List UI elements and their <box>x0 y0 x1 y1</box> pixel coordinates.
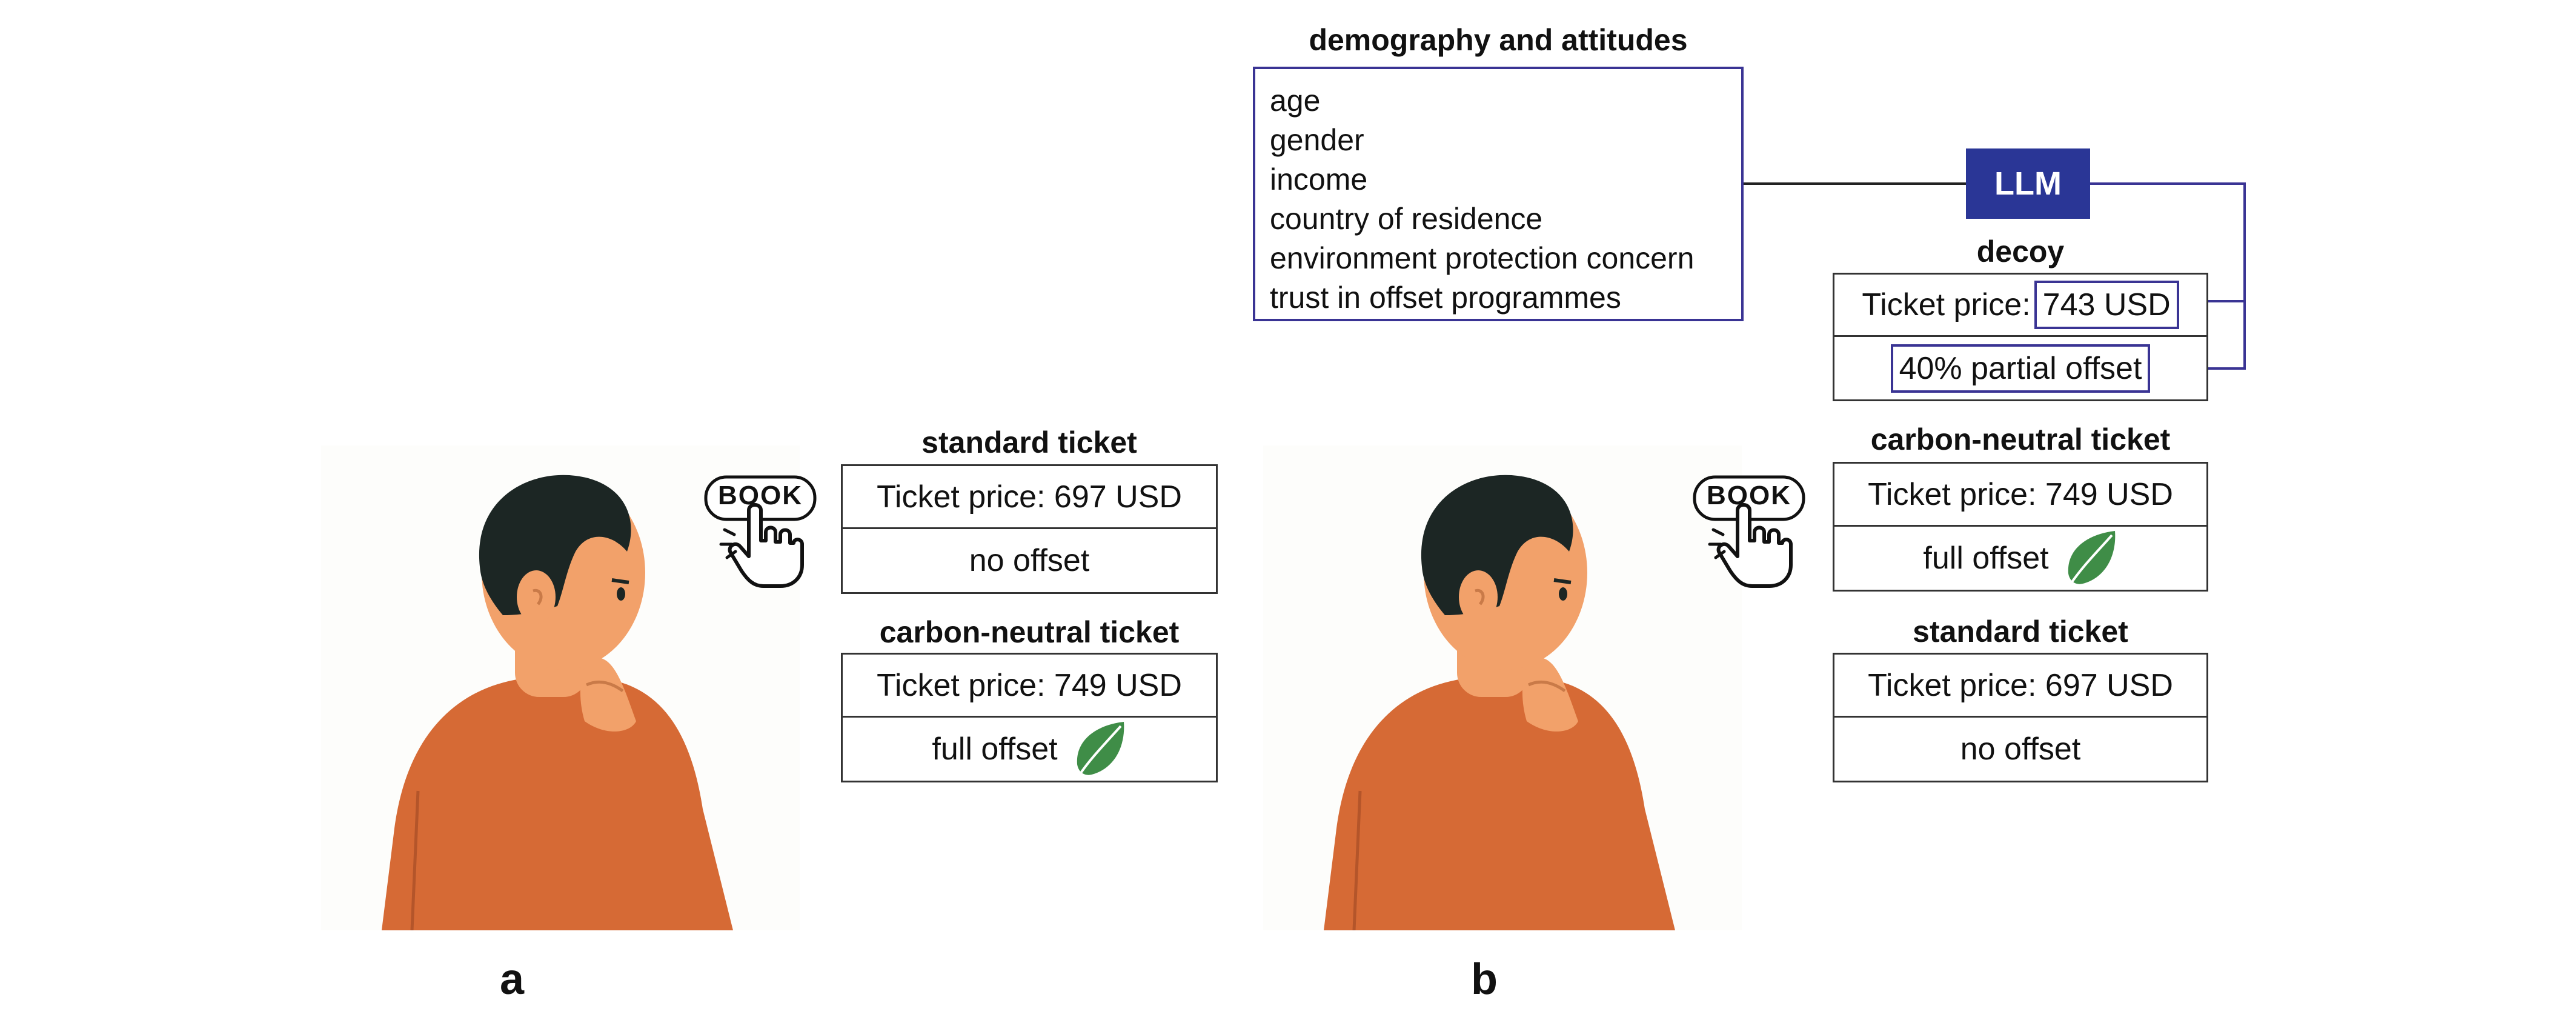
leaf-icon <box>2063 528 2118 589</box>
attribute-item: environment protection concern <box>1270 241 1695 275</box>
leaf-icon <box>1072 719 1127 779</box>
a-neutral-offset-row: full offset <box>843 718 1216 781</box>
a-neutral-price-row: Ticket price: 749 USD <box>843 655 1216 718</box>
a-standard-price-row: Ticket price: 697 USD <box>843 466 1216 529</box>
attributes-box: age gender income country of residence e… <box>1253 67 1744 321</box>
attribute-item: gender <box>1270 123 1364 157</box>
llm-node: LLM <box>1966 148 2090 219</box>
panel-label-b: b <box>1471 955 1498 1004</box>
b-neutral-ticket: Ticket price: 749 USD full offset <box>1833 462 2208 592</box>
decoy-price-row: Ticket price: 743 USD <box>1834 275 2206 337</box>
person-thinking-illustration-b <box>1263 445 1742 931</box>
decoy-title: decoy <box>1976 235 2065 268</box>
book-label-b: BOOK <box>1707 481 1791 510</box>
panel-label-a: a <box>500 955 525 1004</box>
person-thinking-illustration-a <box>321 445 800 931</box>
pointing-hand-icon-b <box>1691 474 1807 589</box>
attribute-item: country of residence <box>1270 202 1543 236</box>
b-standard-ticket: Ticket price: 697 USD no offset <box>1833 653 2208 782</box>
llm-to-offset-line <box>2090 182 2246 370</box>
attribute-item: age <box>1270 84 1321 118</box>
a-standard-ticket: Ticket price: 697 USD no offset <box>841 464 1218 594</box>
b-neutral-title: carbon-neutral ticket <box>1870 422 2171 456</box>
attribute-item: income <box>1270 162 1368 196</box>
pointing-hand-icon-a <box>703 474 818 589</box>
attributes-title: demography and attitudes <box>1309 23 1688 57</box>
b-standard-title: standard ticket <box>1913 615 2128 649</box>
a-neutral-title: carbon-neutral ticket <box>879 615 1180 649</box>
decoy-price-value: 743 USD <box>2034 281 2179 329</box>
a-standard-offset-row: no offset <box>969 543 1090 578</box>
b-neutral-price-row: Ticket price: 749 USD <box>1834 464 2206 527</box>
attribute-item: trust in offset programmes <box>1270 281 1621 315</box>
a-neutral-offset-text: full offset <box>932 732 1058 767</box>
decoy-ticket: Ticket price: 743 USD 40% partial offset <box>1833 273 2208 401</box>
a-neutral-ticket: Ticket price: 749 USD full offset <box>841 653 1218 782</box>
decoy-offset-value: 40% partial offset <box>1890 344 2151 393</box>
b-neutral-offset-row: full offset <box>1834 527 2206 590</box>
b-neutral-offset-text: full offset <box>1923 541 2049 576</box>
a-standard-title: standard ticket <box>921 425 1137 459</box>
b-standard-price-row: Ticket price: 697 USD <box>1834 655 2206 718</box>
b-standard-offset-row: no offset <box>1960 732 2081 767</box>
decoy-price-prefix: Ticket price: <box>1862 287 2031 322</box>
book-label-a: BOOK <box>718 481 803 510</box>
decoy-offset-row: 40% partial offset <box>1834 337 2206 399</box>
